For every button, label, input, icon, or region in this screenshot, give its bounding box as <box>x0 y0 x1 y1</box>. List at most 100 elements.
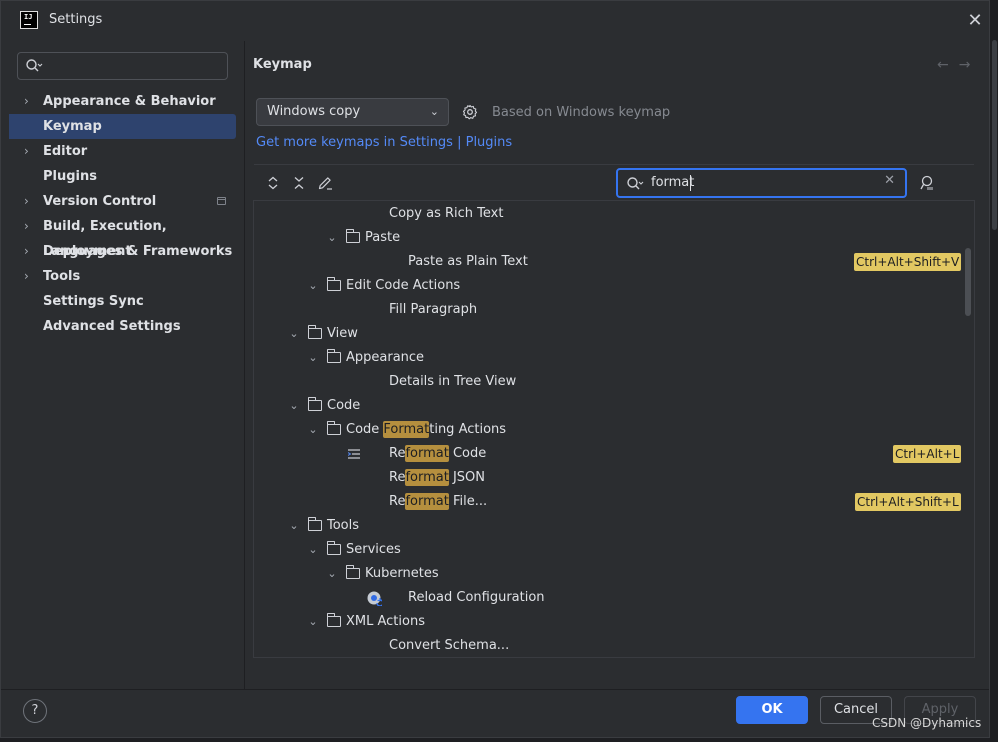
tree-row-label: Reload Configuration <box>408 590 545 605</box>
search-match-highlight: Format <box>383 421 430 438</box>
keymap-filter-input[interactable]: format ✕ <box>616 168 907 198</box>
tree-row-label: Convert Schema... <box>389 638 510 653</box>
search-match-highlight: format <box>405 445 449 462</box>
tree-folder-row[interactable]: ⌄XML Actions <box>254 610 974 634</box>
collapse-all-icon[interactable] <box>290 174 308 192</box>
tree-folder-row[interactable]: ⌄ Code Formatting Actions <box>254 418 974 442</box>
chevron-right-icon[interactable]: › <box>24 194 29 208</box>
chevron-right-icon[interactable]: › <box>24 219 29 233</box>
get-more-keymaps-link[interactable]: Get more keymaps in Settings | Plugins <box>256 135 513 150</box>
tree-action-row[interactable]: Reload Configuration <box>254 586 974 610</box>
sidebar-item-languages-frameworks[interactable]: › Languages & Frameworks <box>9 239 236 264</box>
help-button[interactable]: ? <box>23 699 47 723</box>
tree-row-label: Edit Code Actions <box>346 278 461 293</box>
label-text: File... <box>448 494 488 509</box>
back-arrow-icon[interactable]: ← <box>937 57 959 73</box>
tree-row-label: Reformat Code <box>389 442 486 466</box>
tree-folder-row[interactable]: ⌄Paste <box>254 226 974 250</box>
label-text: Code <box>346 422 384 437</box>
folder-icon <box>326 277 341 291</box>
sidebar-item-advanced-settings[interactable]: Advanced Settings <box>9 314 236 339</box>
chevron-down-icon[interactable]: ⌄ <box>308 351 318 364</box>
tree-folder-row[interactable]: ⌄ Edit Code Actions <box>254 274 974 298</box>
label-text: Re <box>389 446 406 461</box>
tree-action-row[interactable]: Reformat JSON <box>254 466 974 490</box>
tree-action-row[interactable]: Fill Paragraph <box>254 298 974 322</box>
page-title: Keymap <box>253 57 312 72</box>
tree-folder-row[interactable]: ⌄Code <box>254 394 974 418</box>
chevron-right-icon[interactable]: › <box>24 94 29 108</box>
label-text: JSON <box>448 470 486 485</box>
tree-folder-row[interactable]: ⌄Tools <box>254 514 974 538</box>
tree-action-row[interactable]: Convert Schema... <box>254 634 974 657</box>
chevron-down-icon: ⌄ <box>429 105 439 118</box>
tree-folder-row[interactable]: ⌄Appearance <box>254 346 974 370</box>
based-on-label: Based on Windows keymap <box>492 105 671 120</box>
tree-folder-row[interactable]: ⌄ Kubernetes <box>254 562 974 586</box>
background-scrollbar <box>990 0 998 742</box>
tree-row-label: Kubernetes <box>365 566 439 581</box>
chevron-down-icon[interactable]: ⌄ <box>308 279 318 292</box>
clear-icon[interactable]: ✕ <box>884 173 895 188</box>
tree-action-row[interactable]: Reformat File... Ctrl+Alt+Shift+L <box>254 490 974 514</box>
folder-icon <box>345 229 360 243</box>
label-text: ting Actions <box>429 422 507 437</box>
shortcut-badge: Ctrl+Alt+Shift+V <box>854 253 962 271</box>
search-match-highlight: format <box>405 493 449 510</box>
sidebar-item-appearance-behavior[interactable]: ›Appearance & Behavior <box>9 89 236 114</box>
tree-row-label: Services <box>346 542 401 557</box>
ok-button[interactable]: OK <box>736 696 808 724</box>
sidebar-item-tools[interactable]: ›Tools <box>9 264 236 289</box>
chevron-right-icon[interactable]: › <box>24 244 29 258</box>
keymap-select[interactable]: Windows copy ⌄ <box>256 98 449 126</box>
sidebar-item-label: Settings Sync <box>43 294 144 309</box>
sidebar-item-plugins[interactable]: Plugins <box>9 164 236 189</box>
sidebar-item-keymap[interactable]: Keymap <box>9 114 236 139</box>
find-by-shortcut-icon[interactable] <box>919 174 937 192</box>
sidebar-item-label: Editor <box>43 144 88 159</box>
sidebar-item-label: Languages & Frameworks <box>43 244 233 259</box>
keymap-select-value: Windows copy <box>267 104 361 119</box>
chevron-down-icon[interactable]: ⌄ <box>308 543 318 556</box>
sidebar-item-settings-sync[interactable]: Settings Sync <box>9 289 236 314</box>
tree-folder-row[interactable]: ⌄ Services <box>254 538 974 562</box>
chevron-down-icon[interactable]: ⌄ <box>327 231 337 244</box>
gear-icon[interactable] <box>462 104 478 120</box>
chevron-down-icon[interactable]: ⌄ <box>289 327 299 340</box>
sidebar-search-input[interactable] <box>17 52 228 80</box>
sidebar-item-build-execution-deployment[interactable]: › Build, Execution, Deployment <box>9 214 236 259</box>
sidebar-item-label: Build, Execution, Deployment <box>43 219 167 259</box>
tree-scrollbar[interactable] <box>965 248 971 316</box>
background-strip <box>0 738 998 742</box>
shortcut-badge: Ctrl+Alt+Shift+L <box>855 493 961 511</box>
chevron-down-icon[interactable]: ⌄ <box>327 567 337 580</box>
chevron-down-icon[interactable]: ⌄ <box>308 615 318 628</box>
chevron-down-icon[interactable]: ⌄ <box>289 399 299 412</box>
search-icon <box>26 59 43 72</box>
chevron-right-icon[interactable]: › <box>24 269 29 283</box>
cancel-button[interactable]: Cancel <box>820 696 892 724</box>
back-forward-arrows[interactable]: ←→ <box>937 57 980 73</box>
forward-arrow-icon[interactable]: → <box>958 57 981 73</box>
tree-folder-row[interactable]: ⌄ View <box>254 322 974 346</box>
tree-action-row[interactable]: Copy as Rich Text <box>254 202 974 226</box>
tree-row-label: Reformat JSON <box>389 466 485 490</box>
expand-all-icon[interactable] <box>264 174 282 192</box>
label-text: Re <box>389 494 406 509</box>
folder-icon <box>345 565 360 579</box>
apply-button[interactable]: Apply <box>904 696 976 724</box>
sidebar-item-editor[interactable]: › Editor <box>9 139 236 164</box>
close-icon[interactable]: ✕ <box>967 10 983 31</box>
chevron-right-icon[interactable]: › <box>24 144 29 158</box>
footer-separator <box>1 689 989 690</box>
tree-row-label: Fill Paragraph <box>389 302 478 317</box>
tree-action-row[interactable]: Details in Tree View <box>254 370 974 394</box>
chevron-down-icon[interactable]: ⌄ <box>289 519 299 532</box>
chevron-down-icon[interactable]: ⌄ <box>308 423 318 436</box>
tree-row-label: View <box>327 326 358 341</box>
edit-shortcut-icon[interactable] <box>316 174 334 192</box>
sidebar-item-version-control[interactable]: ›Version Control <box>9 189 236 214</box>
